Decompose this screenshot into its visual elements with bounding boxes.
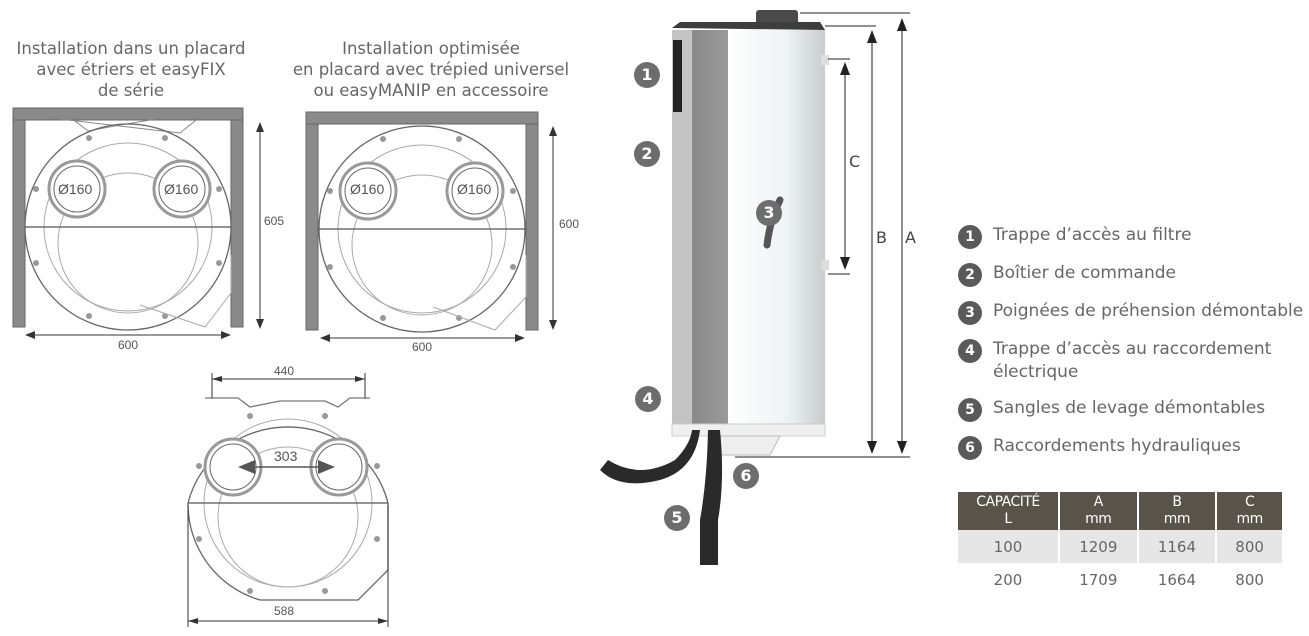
cell: 800 xyxy=(1235,570,1264,589)
legend-item: 1 Trappe d’accès au filtre xyxy=(958,224,1308,249)
legend-text: Poignées de préhension démontable xyxy=(993,301,1304,321)
legend-text: Trappe d’accès au raccordement électriqu… xyxy=(993,339,1272,382)
dimension-label-b: B xyxy=(876,228,887,247)
legend-number: 6 xyxy=(958,436,982,460)
table-row: 200 1709 1664 800 xyxy=(958,563,1282,596)
caption-line: avec étriers et easyFIX xyxy=(36,60,226,79)
dimension-label-a: A xyxy=(905,228,916,247)
marker-5: 5 xyxy=(664,505,690,531)
water-heater-illustration xyxy=(600,10,910,565)
duct-spacing-dimension: 303 xyxy=(274,448,298,464)
marker-4: 4 xyxy=(635,386,661,412)
duct-diameter-label: Ø160 xyxy=(58,181,93,197)
component-legend: 1 Trappe d’accès au filtre 2 Boîtier de … xyxy=(958,224,1308,473)
cupboard-optimized-diagram xyxy=(305,111,557,342)
marker-2: 2 xyxy=(634,141,660,167)
height-dimension: 600 xyxy=(559,217,580,231)
height-dimension: 605 xyxy=(264,214,285,228)
caption-line: en placard avec trépied universel xyxy=(292,60,570,79)
legend-item: 6 Raccordements hydrauliques xyxy=(958,435,1308,460)
body-width-dimension: 588 xyxy=(274,604,295,618)
legend-number: 1 xyxy=(958,225,982,249)
legend-text: Trappe d’accès au filtre xyxy=(993,225,1192,245)
legend-item: 3 Poignées de préhension démontable xyxy=(958,300,1308,325)
legend-item: 2 Boîtier de commande xyxy=(958,262,1308,287)
marker-6: 6 xyxy=(733,463,759,489)
caption-optimized-install: Installation optimisée en placard avec t… xyxy=(285,38,577,101)
caption-line: Installation dans un placard xyxy=(16,39,246,58)
bracket-width-dimension: 440 xyxy=(274,364,295,378)
table-row: 100 1209 1164 800 xyxy=(958,530,1282,563)
caption-line: de série xyxy=(97,81,165,100)
legend-item: 4 Trappe d’accès au raccordement électri… xyxy=(958,338,1308,384)
marker-3: 3 xyxy=(756,200,782,226)
caption-line: Installation optimisée xyxy=(342,39,520,58)
legend-item: 5 Sangles de levage démontables xyxy=(958,397,1308,422)
cell: 100 xyxy=(958,530,1060,563)
cell: 1664 xyxy=(1137,563,1218,596)
cell: 1709 xyxy=(1059,563,1139,596)
legend-number: 2 xyxy=(958,263,982,287)
top-view-diagram xyxy=(187,373,389,627)
header-line: mm xyxy=(1085,511,1112,527)
cell: 1209 xyxy=(1059,530,1139,563)
header-line: C xyxy=(1244,494,1255,510)
duct-diameter-label: Ø160 xyxy=(457,181,492,197)
marker-1: 1 xyxy=(634,62,660,88)
cupboard-standard-diagram xyxy=(12,107,264,339)
duct-diameter-label: Ø160 xyxy=(350,181,385,197)
legend-text: Sangles de levage démontables xyxy=(993,398,1266,418)
width-dimension: 600 xyxy=(118,338,139,352)
dimension-label-c: C xyxy=(849,152,861,171)
header-line: A xyxy=(1093,494,1104,510)
legend-number: 4 xyxy=(958,339,982,363)
legend-number: 3 xyxy=(958,301,982,325)
legend-text: Raccordements hydrauliques xyxy=(993,436,1241,456)
cell: 1164 xyxy=(1137,530,1218,563)
legend-text: Boîtier de commande xyxy=(993,263,1176,283)
width-dimension: 600 xyxy=(412,340,433,354)
cell: 800 xyxy=(1216,530,1282,563)
header-line: B xyxy=(1172,494,1182,510)
duct-diameter-label: Ø160 xyxy=(164,181,199,197)
header-line: mm xyxy=(1163,511,1191,527)
caption-standard-install: Installation dans un placard avec étrier… xyxy=(0,38,262,101)
header-line: mm xyxy=(1236,511,1263,527)
cell: 200 xyxy=(958,563,1060,596)
caption-line: ou easyMANIP en accessoire xyxy=(313,81,549,100)
header-line: L xyxy=(1004,511,1012,527)
legend-number: 5 xyxy=(958,398,982,422)
header-line: CAPACITÉ xyxy=(976,494,1040,510)
